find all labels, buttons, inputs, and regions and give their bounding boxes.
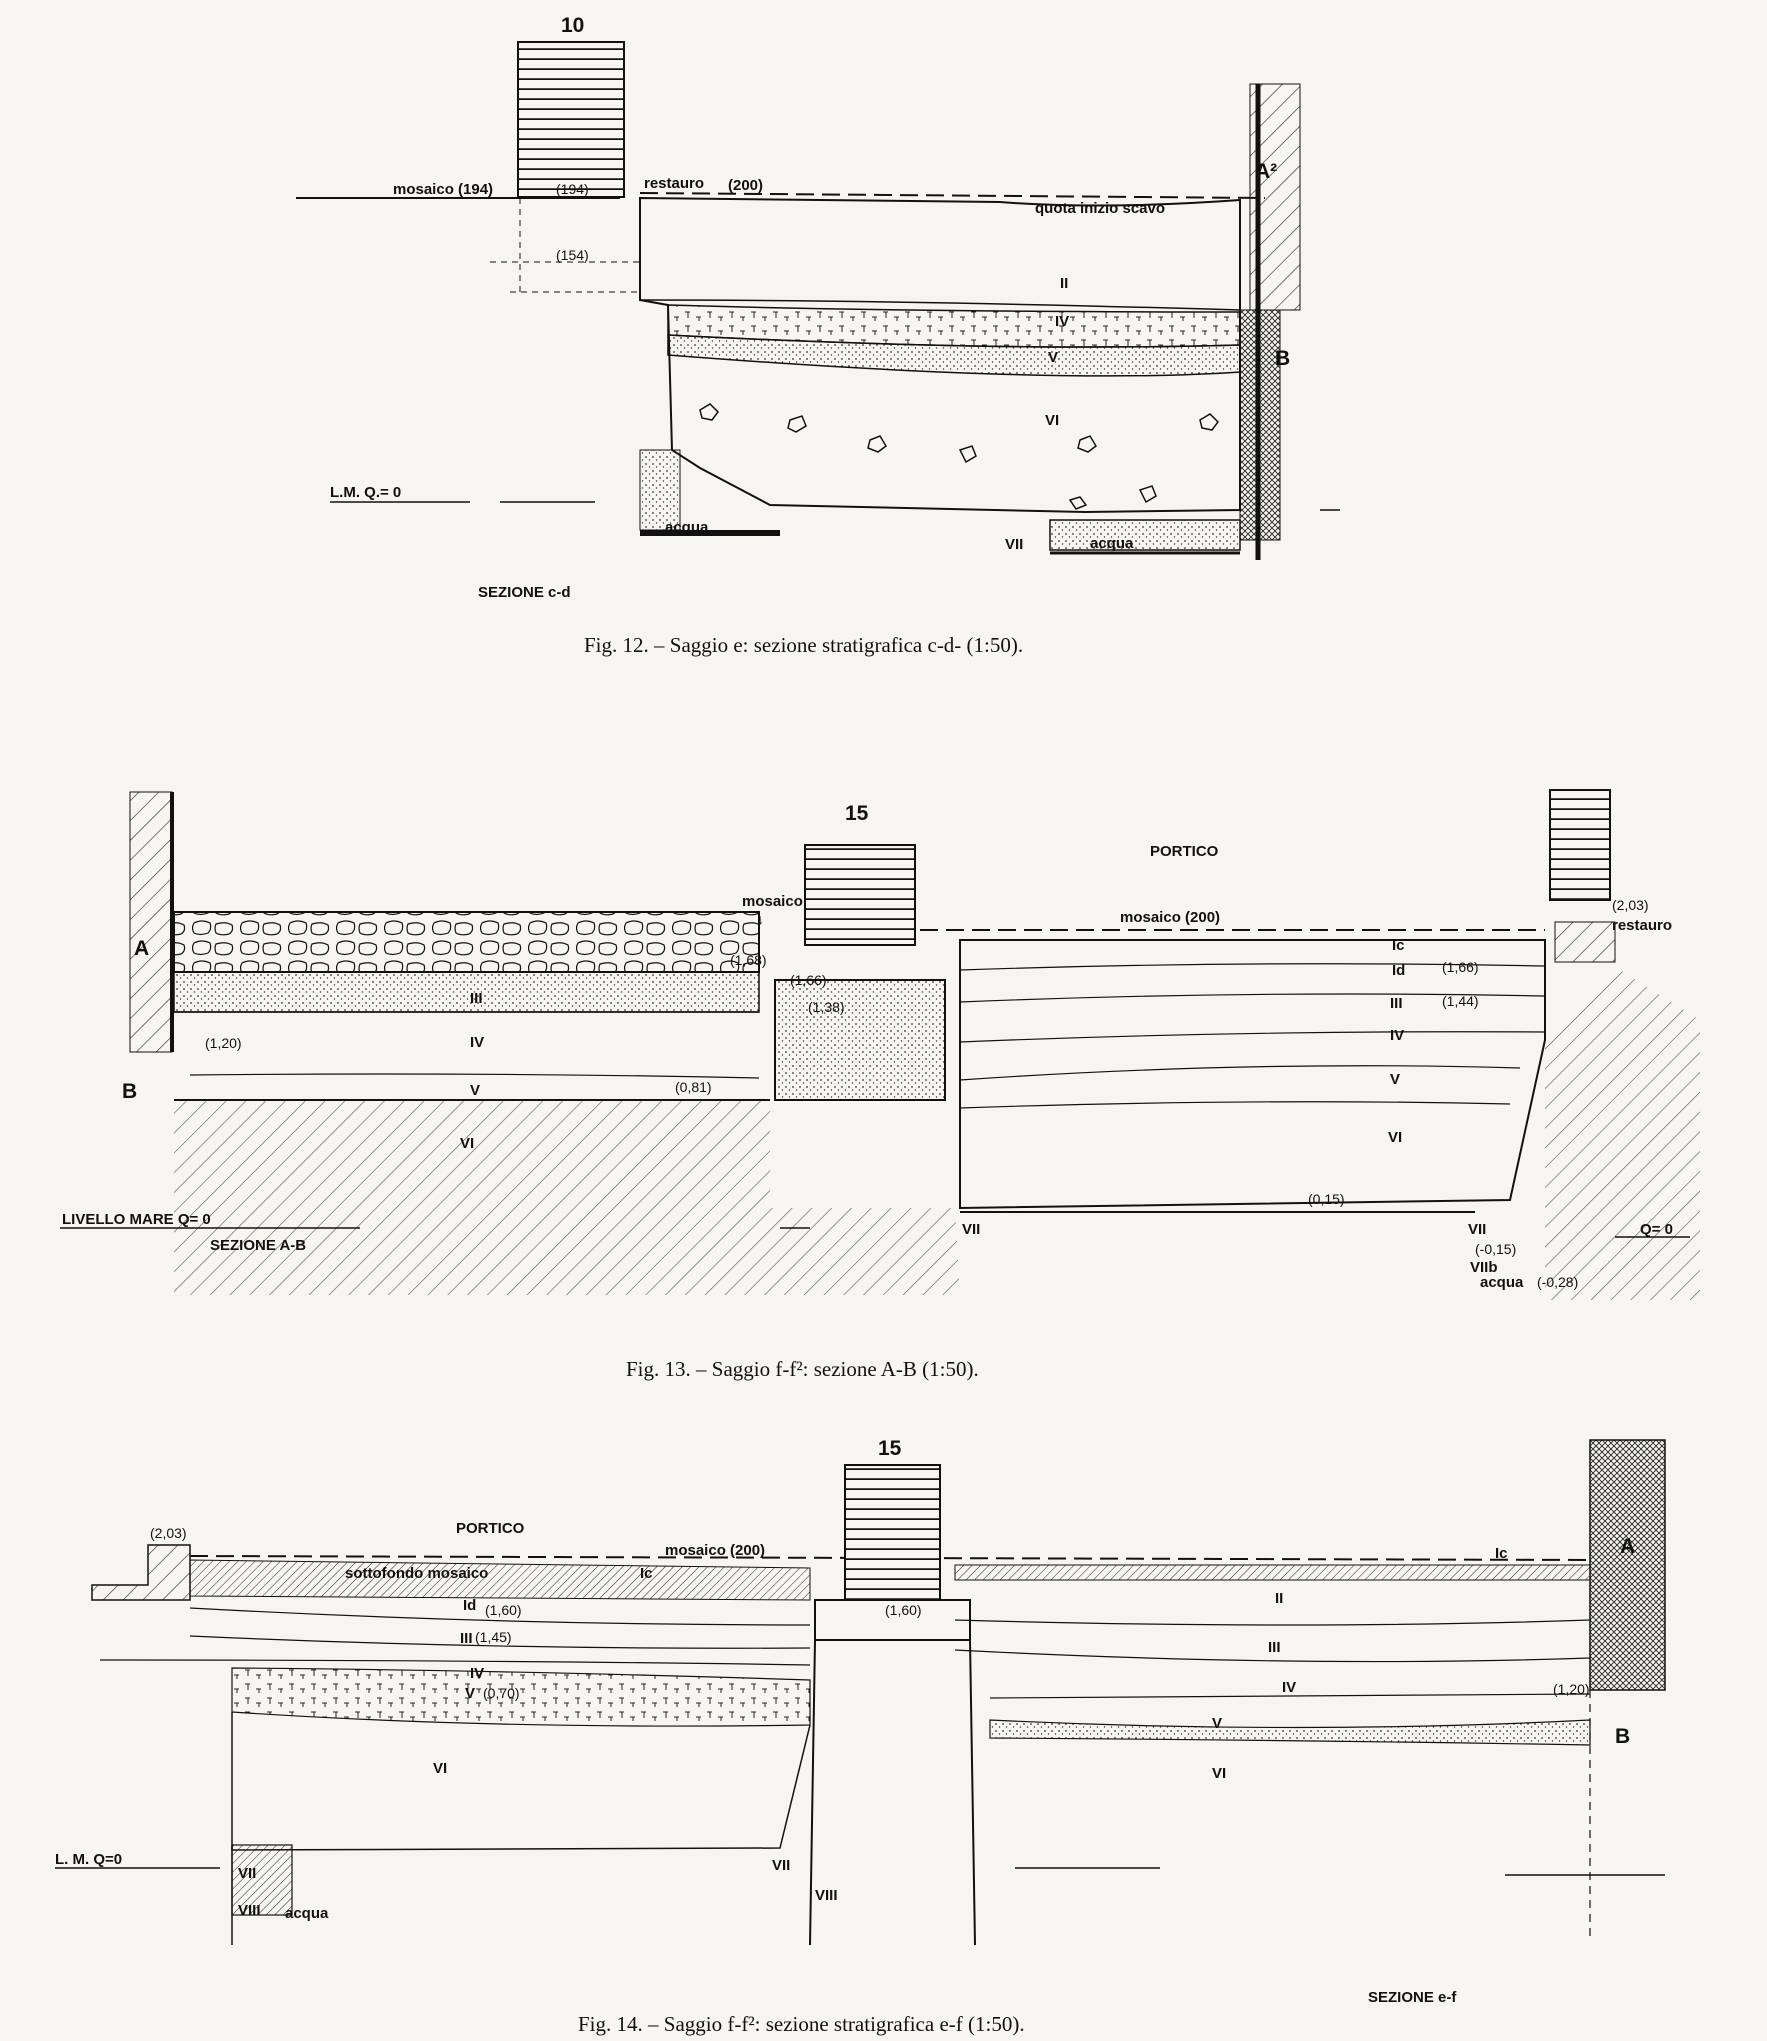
layer-III-right-fig14: III — [1268, 1639, 1281, 1656]
layer-IV: IV — [1055, 313, 1069, 330]
layer-V-left-fig14: V — [465, 1685, 475, 1702]
layer-Id-fig14: Id — [463, 1597, 476, 1614]
layer-VIII-mid-fig14: VIII — [815, 1887, 838, 1904]
label-subfloor: sottofondo mosaico — [345, 1565, 488, 1582]
layer-IV-right-fig14: IV — [1282, 1679, 1296, 1696]
arrow-mosaic: ↓ — [757, 911, 764, 927]
layer-VII-left: VII — [962, 1221, 980, 1238]
layer-VI-left-fig14: VI — [433, 1760, 447, 1777]
level-1-66-left: (1,66) — [790, 972, 827, 988]
layer-VII-mid-fig14: VII — [772, 1857, 790, 1874]
level-minus-0-28: (-0,28) — [1537, 1274, 1578, 1290]
layer-VI: VI — [1045, 412, 1059, 429]
label-sea-level: L.M. Q.= 0 — [330, 484, 401, 501]
section-title-a-b: SEZIONE A-B — [210, 1237, 306, 1254]
layer-VIIb: VIIb — [1470, 1259, 1498, 1276]
layer-VI-left: VI — [460, 1135, 474, 1152]
wall-right-fig13 — [1549, 789, 1611, 901]
level-1-66-right: (1,66) — [1442, 959, 1479, 975]
label-wall-b-fig13: B — [122, 1080, 137, 1103]
level-minus-0-15: (-0,15) — [1475, 1241, 1516, 1257]
label-sea-level-fig14: L. M. Q=0 — [55, 1851, 122, 1868]
level-1-38: (1,38) — [808, 999, 845, 1015]
label-mosaic-fig14: mosaico (200) — [665, 1542, 765, 1559]
layer-III-left: III — [470, 990, 483, 1007]
label-excavation-start: quota inizio scavo — [1035, 200, 1165, 217]
level-1-45: (1,45) — [475, 1629, 512, 1645]
layer-III-left-fig14: III — [460, 1630, 473, 1647]
label-sea-level-fig13: LIVELLO MARE Q= 0 — [62, 1211, 211, 1228]
caption-fig13: Fig. 13. – Saggio f-f²: sezione A-B (1:5… — [626, 1357, 979, 1381]
level-1-60-left: (1,60) — [485, 1602, 522, 1618]
layer-VIII-left-fig14: VIII — [238, 1902, 261, 1919]
level-1-60-pillar: (1,60) — [885, 1602, 922, 1618]
label-water-fig14: acqua — [285, 1905, 329, 1922]
level-1-68: (1,68) — [730, 952, 767, 968]
label-wall-a2: A² — [1255, 160, 1277, 183]
level-0-15: (0,15) — [1308, 1191, 1345, 1207]
section-title-e-f: SEZIONE e-f — [1368, 1989, 1457, 2006]
label-water-left: acqua — [665, 519, 709, 536]
layer-V: V — [1048, 349, 1058, 366]
label-restoration: restauro — [644, 175, 704, 192]
layer-VII: VII — [1005, 536, 1023, 553]
label-mosaic: mosaico (194) — [393, 181, 493, 198]
layer-Id-fig13: Id — [1392, 962, 1405, 979]
layer-VII-left-fig14: VII — [238, 1865, 256, 1882]
caption-fig12: Fig. 12. – Saggio e: sezione stratigrafi… — [584, 633, 1024, 657]
figure-12: 10 — [296, 14, 1340, 601]
layer-VII-right: VII — [1468, 1221, 1486, 1238]
layer-IV-left-fig14: IV — [470, 1665, 484, 1682]
pillar-15-number-fig14: 15 — [878, 1437, 902, 1460]
label-mid-level: (154) — [556, 247, 589, 263]
layer-Ic-fig13: Ic — [1392, 937, 1405, 954]
layer-VI-right: VI — [1388, 1129, 1402, 1146]
layer-IV-right: IV — [1390, 1027, 1404, 1044]
layer-V-right: V — [1390, 1071, 1400, 1088]
layer-III-right: III — [1390, 995, 1403, 1012]
level-1-20: (1,20) — [205, 1035, 242, 1051]
level-2-03: (2,03) — [1612, 897, 1649, 913]
level-1-44: (1,44) — [1442, 993, 1479, 1009]
layer-Ic-right-fig14: Ic — [1495, 1545, 1508, 1562]
pillar-15-number-fig13: 15 — [845, 802, 869, 825]
label-mosaic-left: mosaico — [742, 893, 803, 910]
label-wall-b: B — [1275, 347, 1290, 370]
pillar-15-fig14 — [844, 1464, 941, 1606]
label-portico-fig13: PORTICO — [1150, 843, 1219, 860]
label-wall-b-fig14: B — [1615, 1725, 1630, 1748]
label-wall-a-fig13: A — [134, 937, 149, 960]
layer-V-right-fig14: V — [1212, 1715, 1222, 1732]
level-0-70: (0,70) — [483, 1685, 520, 1701]
figure-13: 15 PORTICO mosaico ↓ mosaico (200) resta… — [60, 789, 1700, 1300]
pillar-10 — [517, 41, 625, 198]
level-1-20-fig14: (1,20) — [1553, 1681, 1590, 1697]
pillar-10-number: 10 — [561, 14, 584, 37]
caption-fig14: Fig. 14. – Saggio f-f²: sezione stratigr… — [578, 2012, 1025, 2036]
label-portico-fig14: PORTICO — [456, 1520, 525, 1537]
section-title-c-d: SEZIONE c-d — [478, 584, 571, 601]
label-pillar-top: (194) — [556, 181, 589, 197]
layer-II: II — [1060, 275, 1068, 292]
wall-a-fig14 — [1589, 1439, 1666, 1691]
label-water-fig13: acqua — [1480, 1274, 1524, 1291]
layer-VI-right-fig14: VI — [1212, 1765, 1226, 1782]
wall-a-left — [129, 791, 173, 1053]
figure-14: 15 PORTICO sottofondo mosaico mosaico (2… — [55, 1437, 1666, 2006]
label-restoration-fig13: restauro — [1612, 917, 1672, 934]
level-0-81: (0,81) — [675, 1079, 712, 1095]
layer-IV-left: IV — [470, 1034, 484, 1051]
label-restoration-level: (200) — [728, 177, 763, 194]
label-mosaic-right: mosaico (200) — [1120, 909, 1220, 926]
level-2-03-fig14: (2,03) — [150, 1525, 187, 1541]
label-wall-a-fig14: A — [1620, 1535, 1635, 1558]
layer-Ic-left-fig14: Ic — [640, 1565, 653, 1582]
layer-II-fig14: II — [1275, 1590, 1283, 1607]
label-q0-right: Q= 0 — [1640, 1221, 1673, 1238]
pillar-15-fig13 — [804, 844, 916, 946]
layer-V-left: V — [470, 1082, 480, 1099]
label-water-right: acqua — [1090, 535, 1134, 552]
